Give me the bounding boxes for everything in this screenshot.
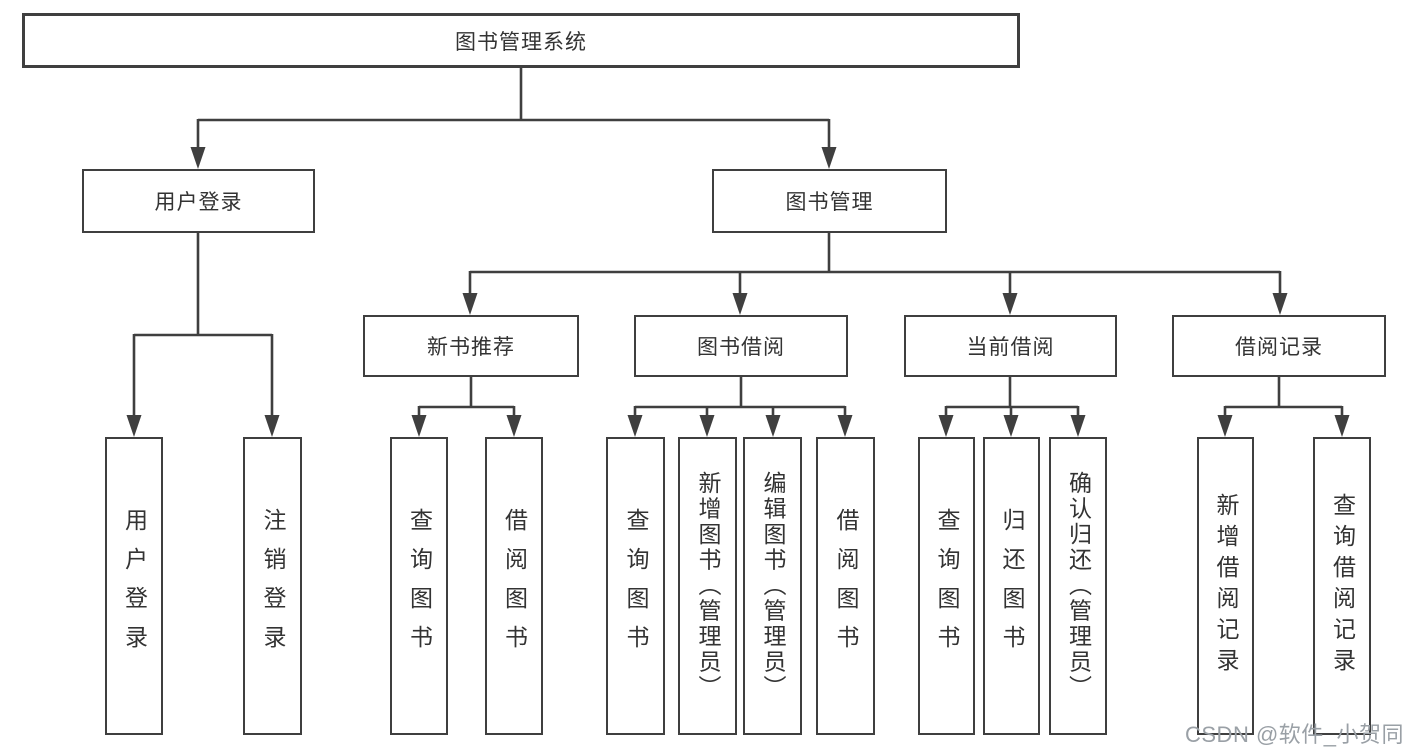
leaf-query-borrow-record: 查询借阅记录 <box>1313 437 1371 735</box>
leaf-borrow-books-borrowing-label: 借阅图书 <box>833 508 859 664</box>
node-book-management: 图书管理 <box>712 169 947 233</box>
connector-new-book-to-leaves <box>411 377 522 437</box>
node-user-login-label: 用户登录 <box>154 191 243 214</box>
node-root-label: 图书管理系统 <box>455 30 587 54</box>
leaf-logout-login: 注销登录 <box>243 437 302 735</box>
node-book-management-label: 图书管理 <box>785 191 874 214</box>
leaf-logout-login-label: 注销登录 <box>260 508 286 664</box>
node-user-login: 用户登录 <box>82 169 315 233</box>
leaf-borrow-books-recommend-label: 借阅图书 <box>501 508 528 664</box>
leaf-borrow-books-recommend: 借阅图书 <box>485 437 543 735</box>
leaf-confirm-return-admin-label: 确认归还（管理员） <box>1065 471 1092 701</box>
node-root: 图书管理系统 <box>22 13 1020 68</box>
leaf-query-books-recommend-label: 查询图书 <box>406 508 433 664</box>
leaf-edit-book-admin: 编辑图书（管理员） <box>743 437 802 735</box>
node-current-borrowing-label: 当前借阅 <box>966 336 1055 359</box>
leaf-query-borrow-record-label: 查询借阅记录 <box>1329 493 1356 679</box>
leaf-return-books: 归还图书 <box>983 437 1040 735</box>
leaf-query-books-current-label: 查询图书 <box>934 508 960 664</box>
connector-book-management-to-level3 <box>462 233 1288 315</box>
leaf-user-login-label: 用户登录 <box>121 508 148 664</box>
leaf-add-book-admin: 新增图书（管理员） <box>678 437 737 735</box>
connector-borrow-records-to-leaves <box>1217 377 1350 437</box>
node-book-borrowing-label: 图书借阅 <box>697 336 785 359</box>
leaf-return-books-label: 归还图书 <box>999 508 1025 664</box>
node-book-borrowing: 图书借阅 <box>634 315 848 377</box>
node-new-book-recommendation-label: 新书推荐 <box>427 336 515 359</box>
leaf-query-books-recommend: 查询图书 <box>390 437 448 735</box>
leaf-query-books-borrowing: 查询图书 <box>606 437 665 735</box>
leaf-user-login: 用户登录 <box>105 437 163 735</box>
leaf-add-book-admin-label: 新增图书（管理员） <box>695 471 721 701</box>
leaf-query-books-current: 查询图书 <box>918 437 975 735</box>
node-borrow-records-label: 借阅记录 <box>1235 336 1323 359</box>
node-borrow-records: 借阅记录 <box>1172 315 1386 377</box>
node-current-borrowing: 当前借阅 <box>904 315 1117 377</box>
leaf-edit-book-admin-label: 编辑图书（管理员） <box>760 471 786 701</box>
watermark: CSDN @软件_小贺同学 <box>1185 722 1405 747</box>
connector-root-to-level2 <box>190 68 837 169</box>
node-new-book-recommendation: 新书推荐 <box>363 315 579 377</box>
leaf-add-borrow-record: 新增借阅记录 <box>1197 437 1254 735</box>
leaf-borrow-books-borrowing: 借阅图书 <box>816 437 875 735</box>
leaf-query-books-borrowing-label: 查询图书 <box>623 508 649 664</box>
connector-user-login-to-leaves <box>126 233 280 437</box>
connector-book-borrowing-to-leaves <box>627 377 853 437</box>
leaf-confirm-return-admin: 确认归还（管理员） <box>1049 437 1107 735</box>
leaf-add-borrow-record-label: 新增借阅记录 <box>1213 493 1239 679</box>
connector-current-borrowing-to-leaves <box>938 377 1086 437</box>
